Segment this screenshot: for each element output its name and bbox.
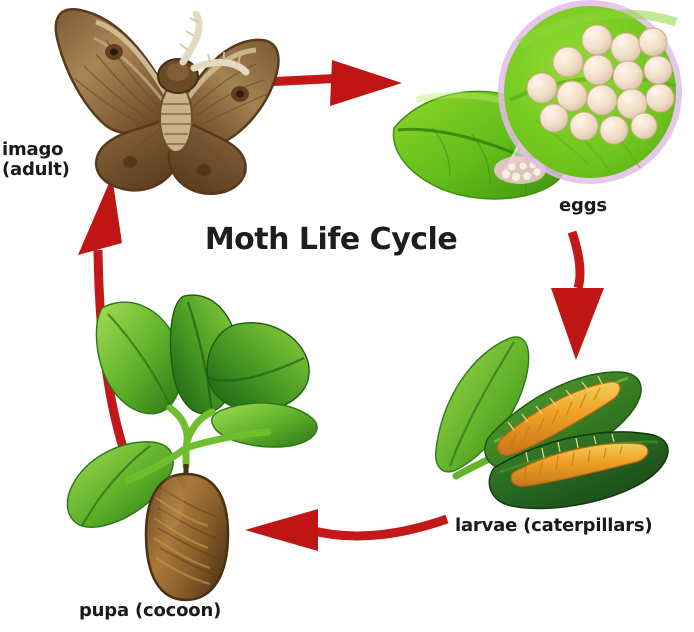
larvae-caterpillars-illustration [435,336,669,510]
arrow-larvae-to-pupa [245,509,449,551]
larvae-leaf-back [435,336,530,473]
label-imago-line1: imago [2,139,64,160]
imago-adult-moth-illustration [54,8,280,195]
pupa-cocoon-illustration [66,294,318,602]
moth-antennae [179,10,250,76]
pupa-leaf-upper-right [206,322,310,412]
moth-antennae-barbs [179,17,241,65]
pupa-leaf-upper-left [95,301,183,415]
magnified-egg-group [526,24,675,145]
eggs-magnified-inset [498,0,682,184]
pupa-stems [124,404,272,484]
caterpillar-lower [510,433,649,487]
label-pupa: pupa (cocoon) [79,600,222,621]
caterpillar-upper [497,375,621,456]
label-imago-line2: (adult) [2,159,70,181]
pupa-cocoon [144,464,230,602]
page-title: Moth Life Cycle [204,222,458,257]
label-eggs: eggs [559,195,607,216]
arrow-eggs-to-larvae [551,230,604,360]
label-larvae: larvae (caterpillars) [455,515,653,536]
moth-body [157,58,199,153]
label-imago: imago (adult) [2,139,70,181]
moth-upper-left-wing [54,8,169,135]
eggs-illustration [392,0,682,200]
